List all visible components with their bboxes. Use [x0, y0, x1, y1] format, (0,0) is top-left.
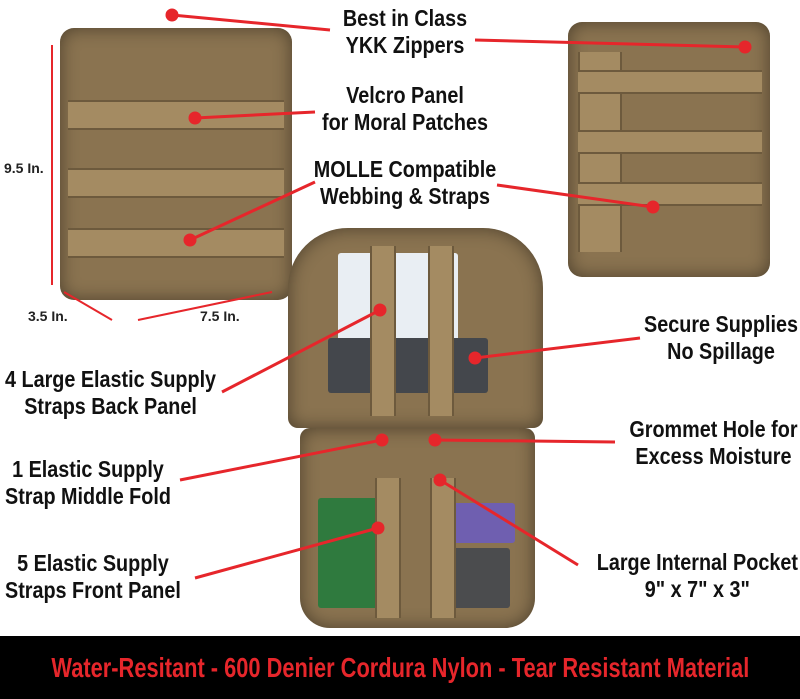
- pouch-open-image: [288, 228, 543, 428]
- pouch-front-image: [60, 28, 292, 300]
- depth-dimension: 3.5 In.: [28, 308, 68, 324]
- banner-text: Water-Resitant - 600 Denier Cordura Nylo…: [51, 651, 749, 683]
- width-dimension: 7.5 In.: [200, 308, 240, 324]
- height-dimension: 9.5 In.: [4, 160, 44, 176]
- material-banner: Water-Resitant - 600 Denier Cordura Nylo…: [0, 636, 800, 699]
- pouch-open-lower-image: [300, 428, 535, 628]
